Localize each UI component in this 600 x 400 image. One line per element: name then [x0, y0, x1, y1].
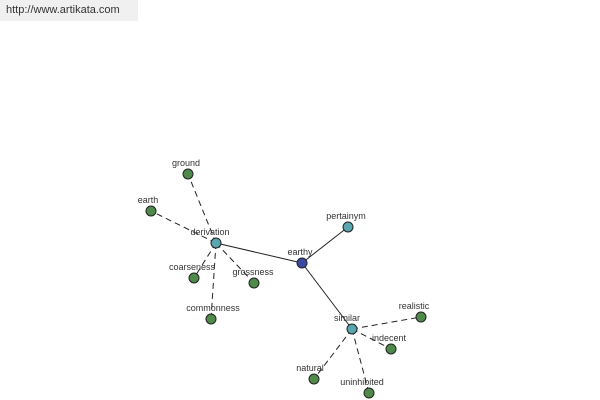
node-derivation[interactable]	[210, 237, 222, 249]
edge-derivation-earth	[150, 210, 217, 244]
edges-layer	[150, 173, 422, 394]
node-similar[interactable]	[346, 323, 358, 335]
node-label-similar[interactable]: similar	[334, 313, 360, 323]
node-label-natural[interactable]: natural	[296, 363, 324, 373]
node-grossness[interactable]	[248, 277, 260, 289]
edge-derivation-grossness	[215, 242, 255, 284]
node-earthy[interactable]	[296, 257, 308, 269]
node-ground[interactable]	[182, 168, 194, 180]
edge-derivation-commonness	[210, 242, 217, 320]
nodes-layer	[145, 168, 427, 399]
node-label-indecent[interactable]: indecent	[372, 333, 407, 343]
node-label-earthy[interactable]: earthy	[287, 247, 313, 257]
node-label-uninhibited[interactable]: uninhibited	[340, 377, 384, 387]
edge-earthy-pertainym	[301, 226, 349, 264]
edge-similar-realistic	[351, 316, 422, 330]
node-uninhibited[interactable]	[363, 387, 375, 399]
node-pertainym[interactable]	[342, 221, 354, 233]
node-coarseness[interactable]	[188, 272, 200, 284]
edge-similar-uninhibited	[351, 328, 370, 394]
node-realistic[interactable]	[415, 311, 427, 323]
node-label-ground[interactable]: ground	[172, 158, 200, 168]
edge-derivation-ground	[187, 173, 217, 244]
node-label-commonness[interactable]: commonness	[186, 303, 240, 313]
edge-earthy-similar	[301, 262, 353, 330]
site-url-banner[interactable]: http://www.artikata.com	[0, 0, 138, 21]
labels-layer: earthy derivation pertainym similar ground ea…	[138, 158, 430, 387]
node-commonness[interactable]	[205, 313, 217, 325]
edge-similar-natural	[313, 328, 353, 380]
node-label-earth[interactable]: earth	[138, 195, 159, 205]
edge-similar-indecent	[351, 328, 392, 350]
node-label-grossness[interactable]: grossness	[232, 267, 274, 277]
node-indecent[interactable]	[385, 343, 397, 355]
edge-derivation-coarseness	[193, 242, 217, 279]
node-label-derivation[interactable]: derivation	[190, 227, 229, 237]
node-label-realistic[interactable]: realistic	[399, 301, 430, 311]
node-label-pertainym[interactable]: pertainym	[326, 211, 366, 221]
edge-earthy-derivation	[215, 242, 303, 264]
node-earth[interactable]	[145, 205, 157, 217]
node-natural[interactable]	[308, 373, 320, 385]
node-label-coarseness[interactable]: coarseness	[169, 262, 216, 272]
